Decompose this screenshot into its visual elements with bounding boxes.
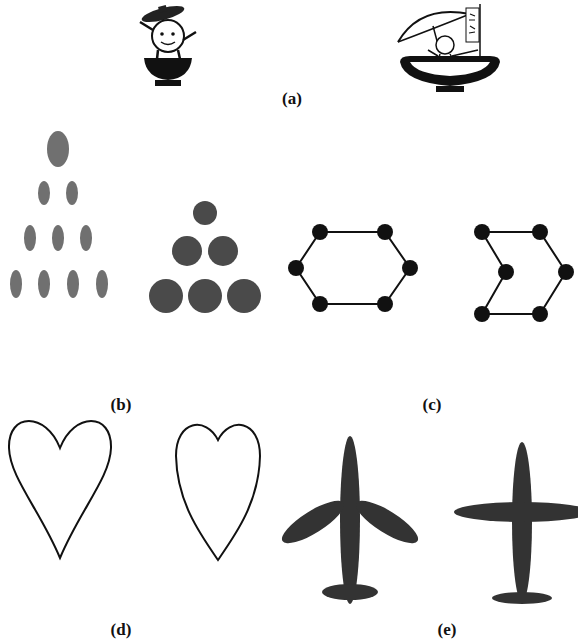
ellipse-pyramid xyxy=(10,131,108,298)
swept-wing-plane xyxy=(277,436,424,604)
panel-label: (d) xyxy=(111,620,132,640)
pointed-heart xyxy=(9,421,111,558)
dot-hexagon xyxy=(288,224,418,312)
girl-in-bowl xyxy=(398,4,500,92)
boy-in-bowl xyxy=(140,3,196,86)
dot-chevron xyxy=(474,224,574,322)
panel-label: (c) xyxy=(423,395,442,415)
panel-label: (a) xyxy=(282,89,302,109)
straight-wing-plane xyxy=(454,442,578,604)
rounded-heart xyxy=(176,425,260,560)
panel-label: (e) xyxy=(438,620,457,640)
circle-pyramid xyxy=(149,201,261,313)
panel-label: (b) xyxy=(111,395,132,415)
